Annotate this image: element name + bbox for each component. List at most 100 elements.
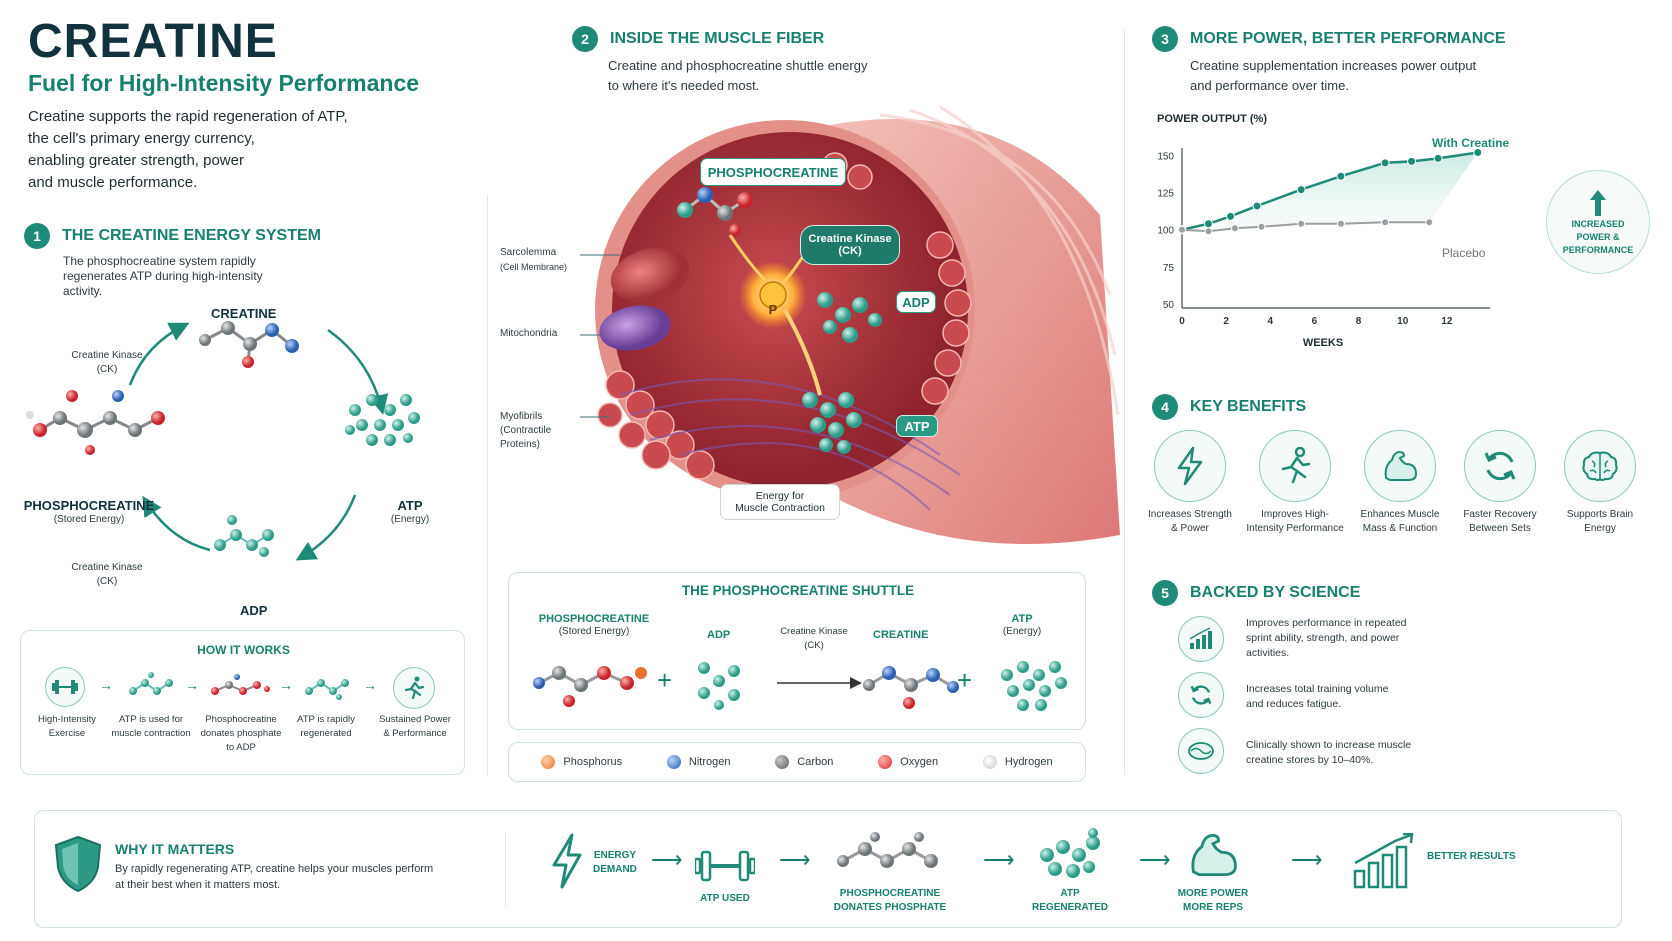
atp-molecule-cluster	[345, 394, 420, 446]
shuttle-label-phosphocreatine: PHOSPHOCREATINE (Stored Energy)	[538, 613, 650, 637]
phosphocreatine-molecule	[26, 390, 165, 455]
section5-number: 5	[1152, 580, 1178, 606]
shuttle-pcr-molecule	[533, 666, 647, 707]
cycle-arrow-top-right	[327, 328, 389, 415]
chart-x-tick-label: 8	[1356, 316, 1362, 327]
section2-desc: Creatine and phosphocreatine shuttle ene…	[608, 58, 868, 93]
legend-dot-carbon	[775, 755, 790, 769]
chart-x-tick-label: 4	[1268, 316, 1274, 327]
section1-desc: The phosphocreatine system rapidly regen…	[63, 254, 263, 298]
cycle-label-ck-bottom: Creatine Kinase (CK)	[71, 562, 143, 587]
label-sarcolemma: Sarcolemma (Cell Membrane)	[500, 247, 568, 272]
pill-adp: ADP	[896, 291, 936, 313]
chart-x-tick-label: 6	[1312, 316, 1318, 327]
myofilament-strands	[619, 378, 961, 511]
section5-heading: 5 BACKED BY SCIENCE	[1152, 580, 1360, 606]
point-placebo	[1425, 218, 1434, 227]
mitochondrion-red	[610, 247, 690, 303]
atp-small-molecule-icon	[129, 672, 173, 695]
cycle-label-ck-top: Creatine Kinase (CK)	[71, 350, 143, 375]
chart-y-tick-label: 150	[1157, 151, 1174, 162]
point-placebo	[1204, 227, 1213, 236]
footer-flexed-arm-icon	[1191, 833, 1237, 876]
science-item-3: Clinically shown to increase muscle crea…	[1178, 728, 1618, 776]
footer-divider	[505, 833, 506, 907]
legend-item: Hydrogen	[982, 755, 1053, 769]
section4-title: KEY BENEFITS	[1190, 398, 1307, 415]
muscle-fiber-illustration	[580, 105, 1120, 544]
point-placebo	[1178, 225, 1186, 234]
energy-arrow-pcr-to-p	[728, 234, 767, 282]
cycle-label-creatine: CREATINE	[211, 306, 277, 321]
how-step-5: Sustained Power& Performance	[379, 714, 451, 739]
legend-item: Phosphorus	[541, 755, 622, 769]
point-creatine	[1407, 156, 1417, 166]
point-creatine	[1433, 153, 1443, 163]
chart-y-tick-label: 75	[1163, 263, 1175, 274]
footer-dumbbell-icon	[695, 850, 755, 882]
creatine-molecule	[199, 321, 299, 368]
creatine-cycle-diagram	[26, 321, 420, 561]
point-creatine	[1252, 201, 1262, 211]
science-item-1: Improves performance in repeated sprint …	[1178, 616, 1618, 664]
point-placebo	[1336, 219, 1345, 228]
intro-text: Creatine supports the rapid regeneration…	[28, 108, 348, 191]
atom-legend: Phosphorus Nitrogen Carbon Oxygen Hydrog…	[508, 742, 1086, 782]
shuttle-plus-1: +	[657, 665, 673, 695]
how-arrow-2: →	[185, 677, 199, 693]
energy-arrow-p-to-atp	[783, 309, 822, 396]
recovery-arrows-icon	[1464, 430, 1536, 502]
point-creatine	[1203, 219, 1213, 229]
phosphocreatine-small-molecule-icon	[211, 674, 270, 695]
point-placebo	[1230, 224, 1239, 233]
footer-growth-chart-icon	[1353, 833, 1414, 889]
section3-heading: 3 MORE POWER, BETTER PERFORMANCE	[1152, 26, 1506, 52]
chart-ylabel: POWER OUTPUT (%)	[1157, 113, 1267, 125]
page-subtitle: Fuel for High-Intensity Performance	[28, 70, 420, 96]
phosphocreatine-shuttle-panel: THE PHOSPHOCREATINE SHUTTLE PHOSPHOCREAT…	[508, 572, 1086, 730]
section2-title: INSIDE THE MUSCLE FIBER	[610, 30, 825, 47]
point-placebo	[1381, 218, 1390, 227]
point-creatine	[1336, 171, 1346, 181]
fiber-adp-molecule	[817, 292, 882, 343]
section4-heading: 4 KEY BENEFITS	[1152, 394, 1306, 420]
shuttle-label-atp: ATP (Energy)	[1002, 613, 1042, 637]
flow-atp-used: ATP USED	[700, 893, 750, 904]
legend-dot-oxygen	[878, 755, 893, 769]
shuttle-creatine-molecule	[863, 666, 959, 709]
flexed-arm-icon	[1364, 430, 1436, 502]
series-line-creatine	[1181, 151, 1478, 231]
cycle-arrow-bottom-left	[142, 495, 211, 552]
footer-phosphocreatine-molecule	[837, 832, 938, 868]
cycle-label-adp: ADP	[240, 603, 268, 618]
pill-atp: ATP	[896, 415, 938, 437]
mitochondrion-purple	[599, 305, 671, 351]
shuttle-equation-graphic	[533, 661, 1067, 711]
series-label-creatine: With Creatine	[1432, 136, 1510, 150]
section2-heading: 2 INSIDE THE MUSCLE FIBER	[572, 26, 824, 52]
bar-growth-icon	[1178, 616, 1224, 662]
footer-atp-molecule	[1040, 828, 1100, 878]
lightning-icon	[1154, 430, 1226, 502]
section3-number: 3	[1152, 26, 1178, 52]
cycle-arrow-top-left	[128, 322, 190, 386]
runner-small-icon	[393, 667, 435, 709]
runner-icon	[1259, 430, 1331, 502]
section4-number: 4	[1152, 394, 1178, 420]
section3-desc: Creatine supplementation increases power…	[1190, 58, 1477, 93]
section1-heading: 1 THE CREATINE ENERGY SYSTEM	[24, 223, 321, 249]
label-mitochondria: Mitochondria	[500, 328, 558, 339]
dumbbell-icon	[45, 667, 85, 707]
point-creatine	[1226, 211, 1236, 221]
section1-title: THE CREATINE ENERGY SYSTEM	[62, 227, 321, 244]
point-creatine	[1380, 158, 1390, 168]
increased-power-badge: INCREASED POWER & PERFORMANCE	[1546, 170, 1650, 274]
up-arrow-icon	[1590, 189, 1606, 216]
why-it-matters-panel: WHY IT MATTERS By rapidly regenerating A…	[34, 810, 1622, 928]
point-placebo	[1297, 219, 1306, 228]
